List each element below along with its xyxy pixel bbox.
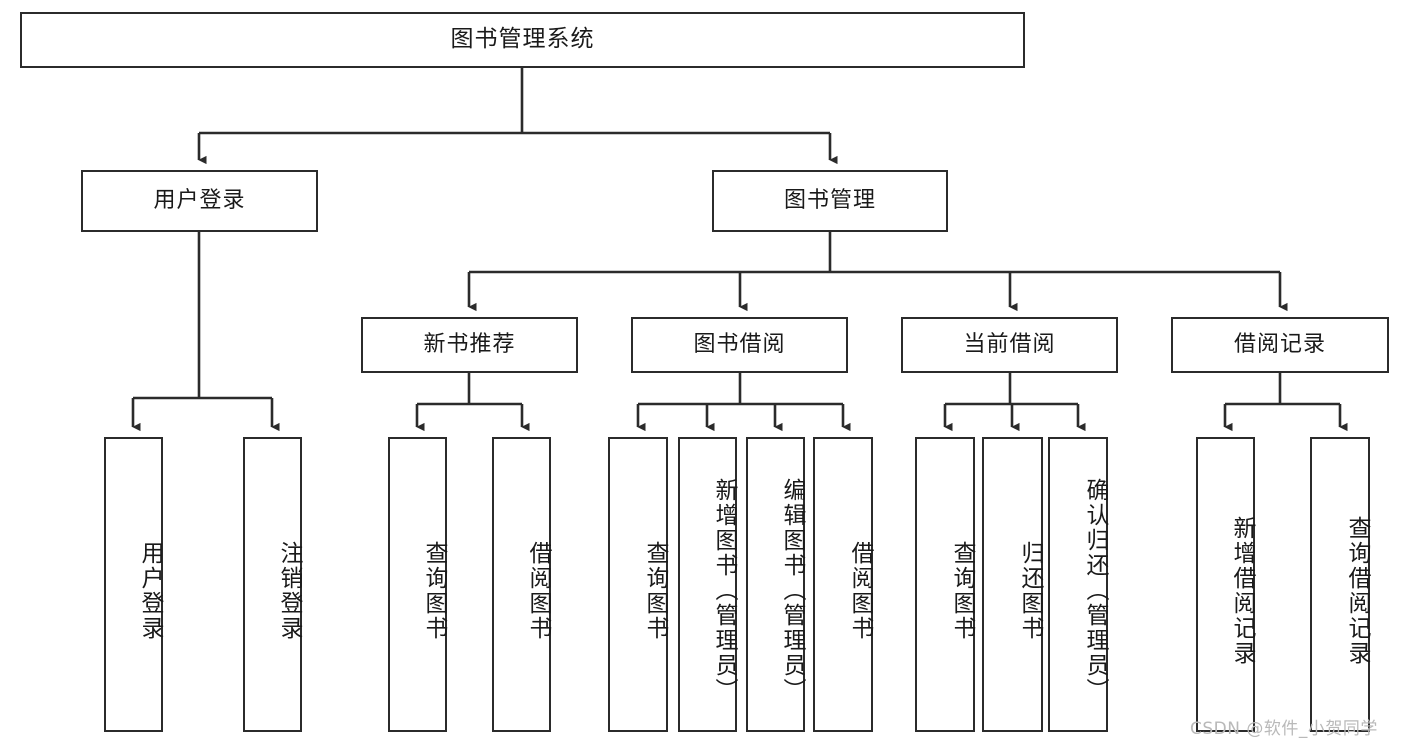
leaf-label: 新增借阅记录: [1229, 515, 1255, 666]
leaf-current-borrow-confirm-return-admin[interactable]: 确认归还（管理员）: [1048, 437, 1108, 732]
node-label: 图书管理系统: [450, 26, 595, 53]
leaf-new-book-borrow-book[interactable]: 借阅图书: [492, 437, 551, 732]
leaf-user-login-login[interactable]: 用户登录: [104, 437, 163, 732]
leaf-current-borrow-query-book[interactable]: 查询图书: [915, 437, 975, 732]
leaf-book-borrow-edit-book-admin[interactable]: 编辑图书（管理员）: [746, 437, 805, 732]
csdn-watermark: CSDN @软件_小贺同学: [1190, 719, 1378, 739]
node-label: 图书借阅: [693, 331, 786, 357]
leaf-label: 归还图书: [1017, 540, 1043, 641]
leaf-book-borrow-add-book-admin[interactable]: 新增图书（管理员）: [678, 437, 737, 732]
leaf-current-borrow-return-book[interactable]: 归还图书: [982, 437, 1043, 732]
node-borrow-record[interactable]: 借阅记录: [1171, 317, 1389, 373]
leaf-label: 查询借阅记录: [1344, 515, 1370, 666]
node-root-book-management-system[interactable]: 图书管理系统: [20, 12, 1025, 68]
leaf-label: 确认归还（管理员）: [1082, 478, 1108, 703]
leaf-borrow-record-query-record[interactable]: 查询借阅记录: [1310, 437, 1370, 732]
leaf-label: 编辑图书（管理员）: [779, 478, 805, 703]
leaf-book-borrow-query-book[interactable]: 查询图书: [608, 437, 668, 732]
node-label: 用户登录: [153, 187, 246, 213]
node-book-borrow[interactable]: 图书借阅: [631, 317, 848, 373]
leaf-label: 注销登录: [276, 540, 302, 641]
node-book-management[interactable]: 图书管理: [712, 170, 948, 232]
node-label: 当前借阅: [963, 331, 1056, 357]
leaf-new-book-query-book[interactable]: 查询图书: [388, 437, 447, 732]
node-label: 借阅记录: [1233, 331, 1326, 357]
leaf-user-login-logout[interactable]: 注销登录: [243, 437, 302, 732]
node-user-login[interactable]: 用户登录: [81, 170, 318, 232]
leaf-label: 新增图书（管理员）: [711, 478, 737, 703]
node-current-borrow[interactable]: 当前借阅: [901, 317, 1118, 373]
node-new-book-recommend[interactable]: 新书推荐: [361, 317, 578, 373]
node-label: 图书管理: [783, 187, 876, 213]
leaf-label: 查询图书: [949, 540, 975, 641]
leaf-label: 借阅图书: [525, 540, 551, 641]
leaf-label: 借阅图书: [847, 540, 873, 641]
leaf-label: 查询图书: [421, 540, 447, 641]
leaf-borrow-record-add-record[interactable]: 新增借阅记录: [1196, 437, 1255, 732]
leaf-label: 查询图书: [642, 540, 668, 641]
leaf-book-borrow-borrow-book[interactable]: 借阅图书: [813, 437, 873, 732]
leaf-label: 用户登录: [137, 540, 163, 641]
node-label: 新书推荐: [423, 331, 516, 357]
